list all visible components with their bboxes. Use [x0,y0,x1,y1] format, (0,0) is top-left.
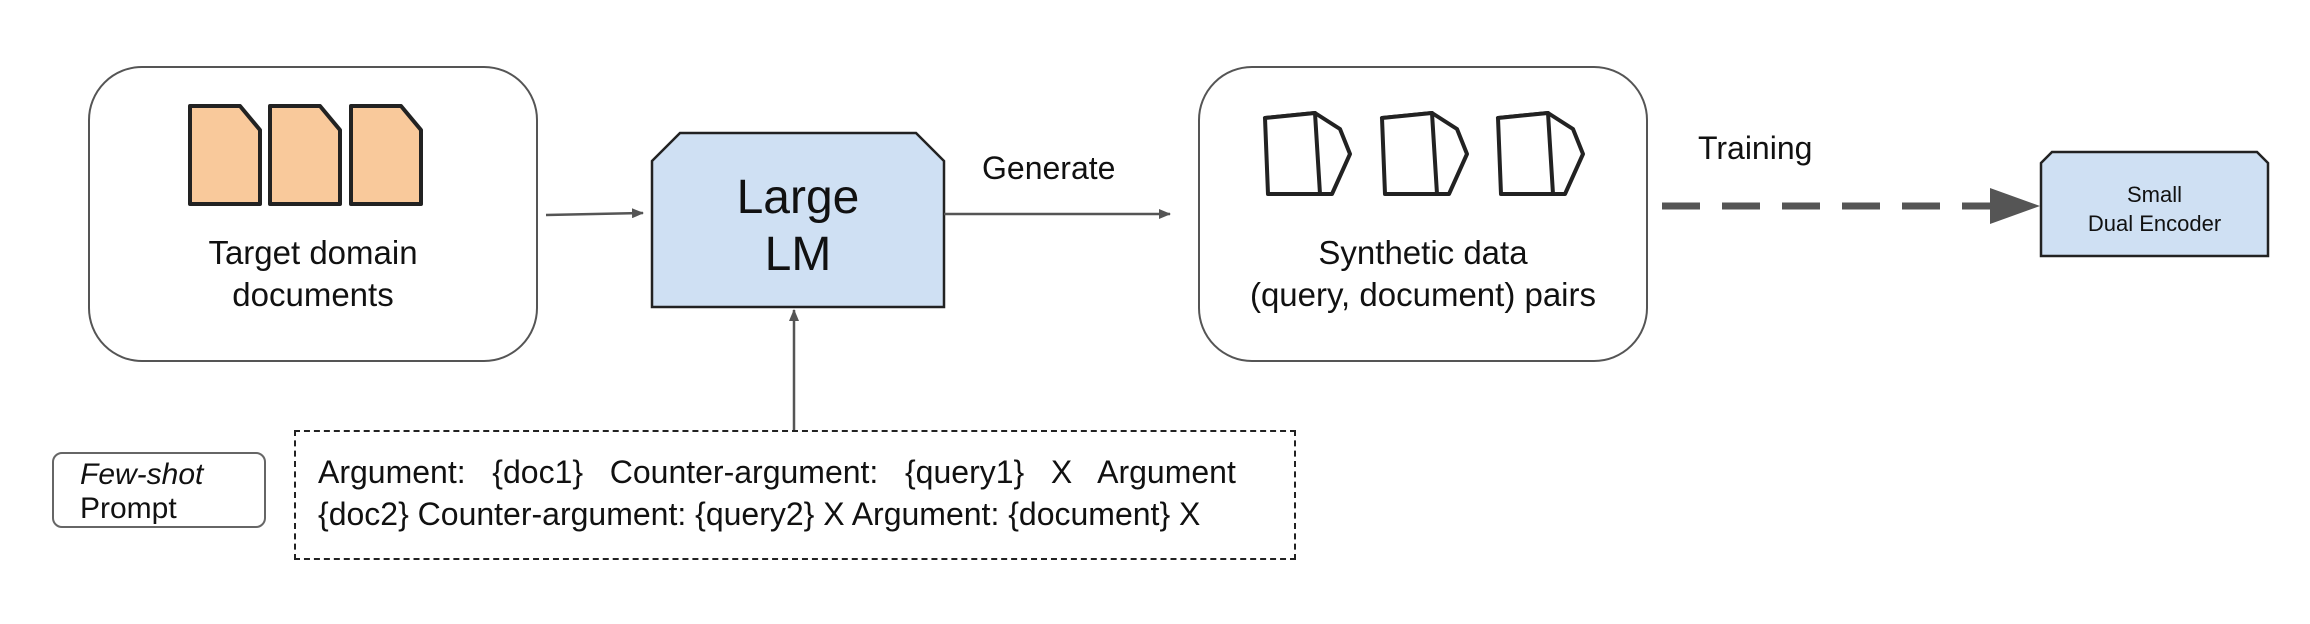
synthetic-data-label-line1: Synthetic data [1318,234,1528,271]
dual-encoder-label-line1: Small [2126,182,2182,207]
arrow-training-head [1990,188,2040,224]
prompt-template-box: Argument: {doc1} Counter-argument: {quer… [294,430,1296,560]
arrow-documents-to-llm [545,208,644,219]
large-lm-label-line2: LM [764,227,832,281]
dual-encoder-block [2039,150,2270,258]
target-documents-label-line2: documents [232,276,394,314]
document-icon [349,104,423,206]
document-icon [188,104,262,206]
query-document-pair-icon [1263,111,1352,196]
dual-encoder-label-line2: Dual Encoder [2087,210,2222,236]
few-shot-tag-line1: Few-shot [80,458,204,491]
large-lm-label: Large LM [652,170,944,283]
generate-label: Generate [982,150,1116,186]
prompt-template-line2: {doc2} Counter-argument: {query2} X Argu… [318,496,1201,532]
synthetic-data-label-line2: (query, document) pairs [1249,276,1597,314]
few-shot-prompt-tag: Few-shot Prompt [52,452,266,528]
synthetic-data-label: Synthetic data (query, document) pairs [1198,232,1648,316]
document-icon [268,104,342,206]
prompt-template-line1: Argument: {doc1} Counter-argument: {quer… [318,454,1236,490]
large-lm-block [650,131,946,309]
target-documents-label: Target domain documents [88,232,538,316]
large-lm-label-line1: Large [736,171,860,224]
dual-encoder-label: Small Dual Encoder [2041,181,2268,238]
training-label: Training [1698,130,1813,166]
few-shot-tag-line2: Prompt [80,492,177,525]
query-document-pair-icon [1496,111,1585,196]
query-document-pair-icon [1380,111,1469,196]
target-documents-label-line1: Target domain [208,234,418,271]
